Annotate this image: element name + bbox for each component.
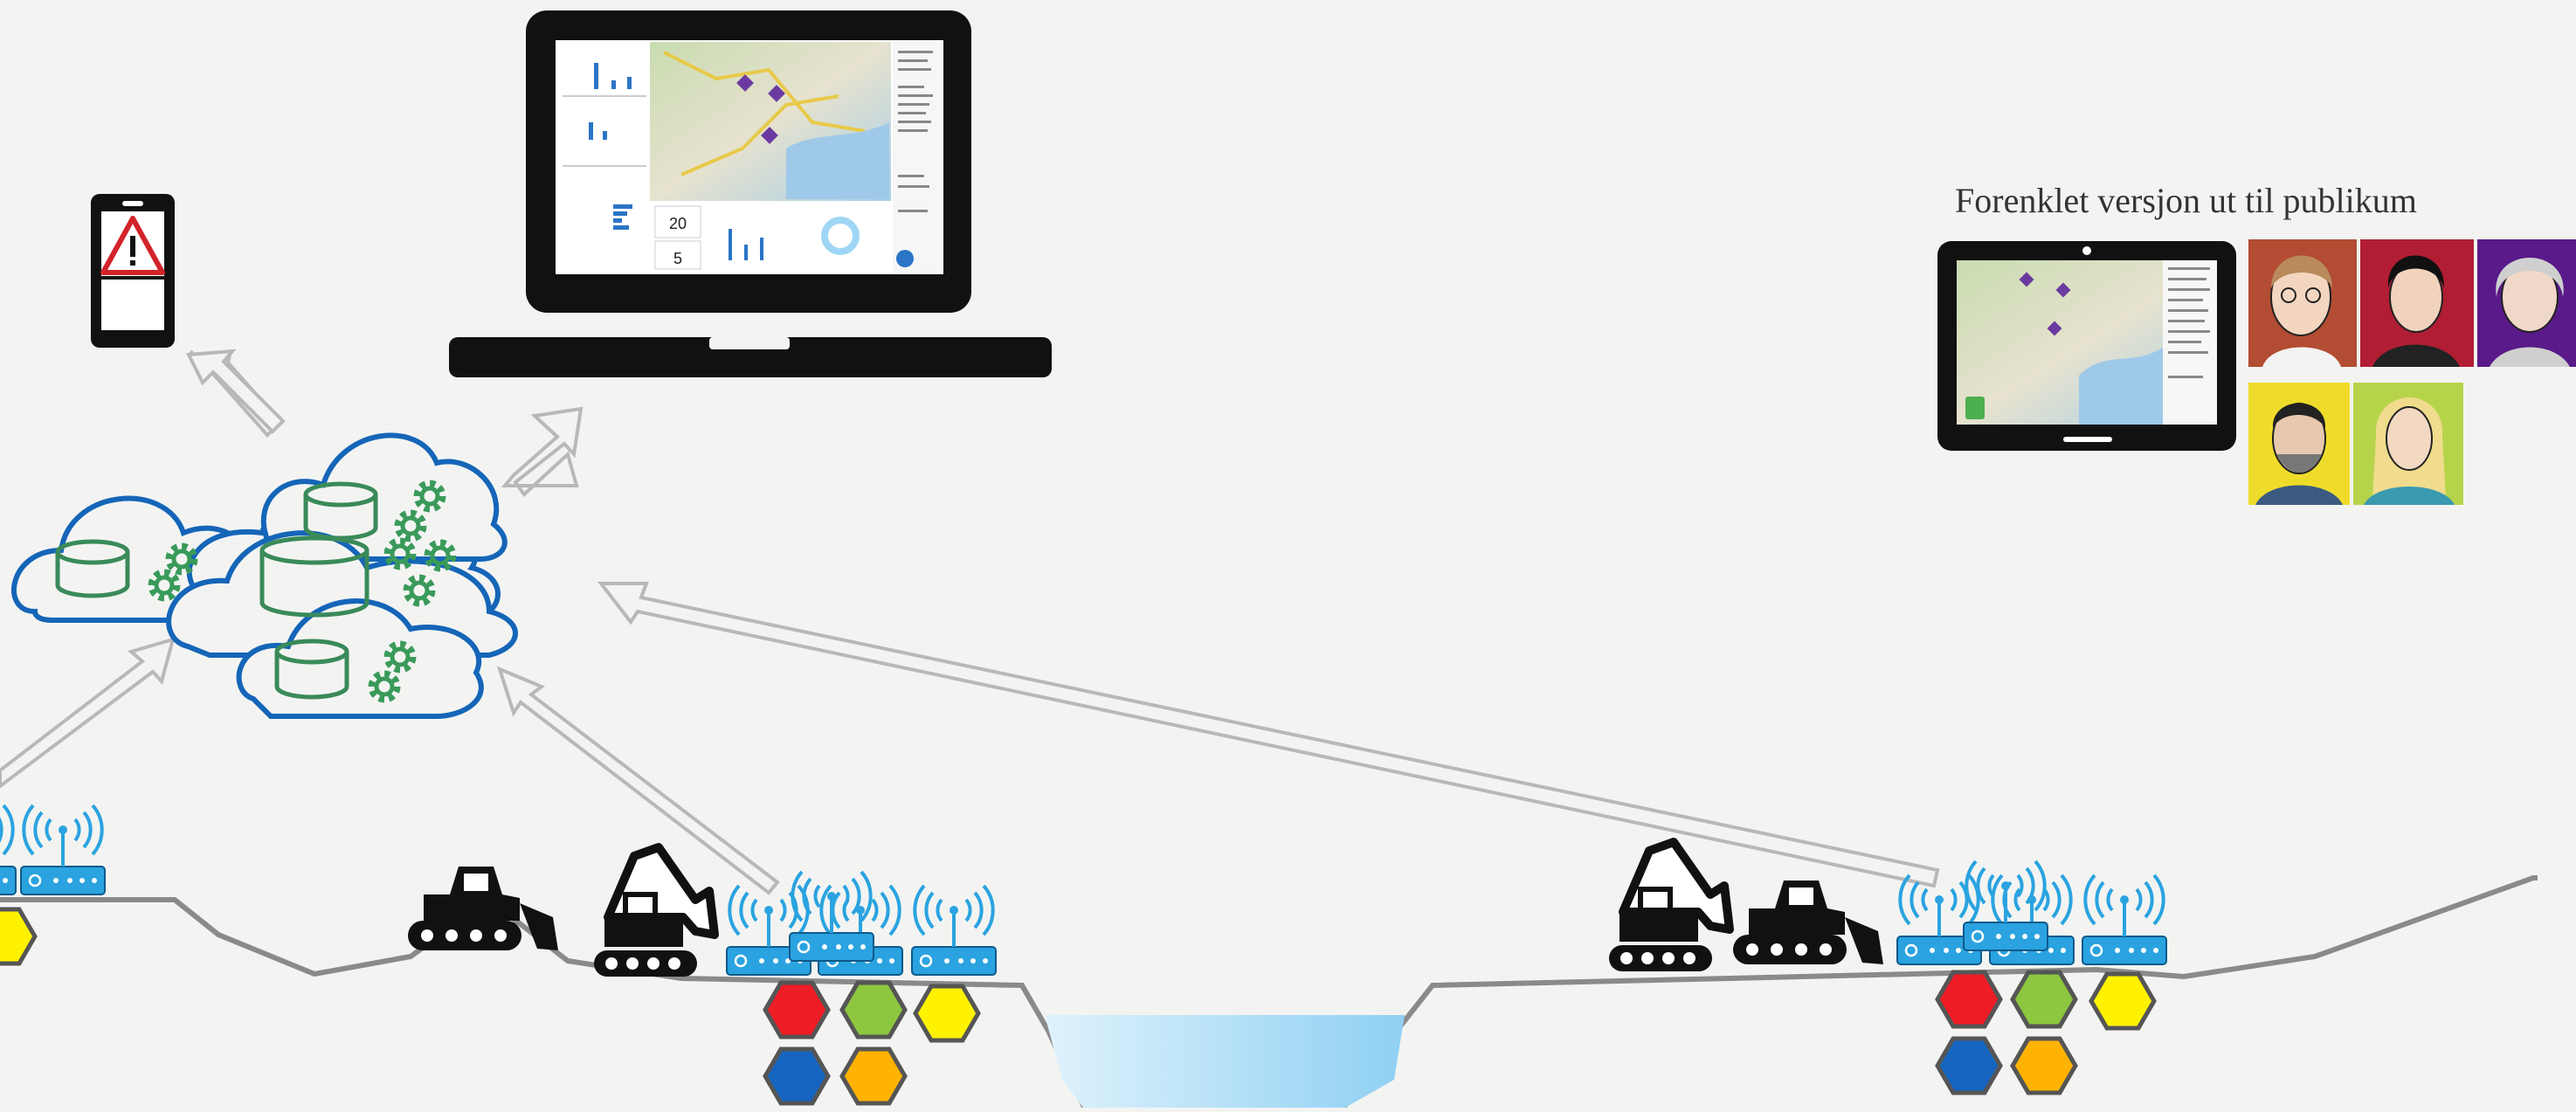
person-avatar-icon: [2248, 239, 2357, 367]
person-avatar-icon: [2353, 383, 2463, 505]
excavator-icon: [1609, 842, 1730, 971]
dashboard-stat-2: 5: [673, 250, 682, 267]
person-avatar-icon: [2360, 239, 2474, 367]
arrow-icon: [189, 351, 283, 435]
water-basin: [1045, 1015, 1405, 1108]
wifi-router-icon: [21, 805, 105, 894]
person-avatar-icon: [2248, 383, 2350, 505]
laptop-icon: 20 5: [449, 10, 1052, 377]
person-avatar-icon: [2477, 239, 2576, 367]
tablet-icon: [1937, 241, 2236, 451]
arrow-icon: [0, 639, 173, 786]
bulldozer-icon: [408, 867, 558, 950]
phone-warning-icon: [91, 194, 175, 348]
arrow-icon: [601, 584, 1937, 886]
cloud-database-icon: [14, 435, 515, 716]
arrow-icon: [505, 409, 581, 494]
dashboard-stat-1: 20: [669, 215, 687, 232]
excavator-icon: [594, 847, 715, 977]
public-version-title: Forenklet versjon ut til publikum: [1955, 180, 2417, 221]
wifi-router-icon: [2082, 875, 2166, 964]
wifi-router-icon: [0, 805, 16, 894]
bulldozer-icon: [1733, 881, 1883, 964]
wifi-router-icon: [912, 886, 996, 975]
